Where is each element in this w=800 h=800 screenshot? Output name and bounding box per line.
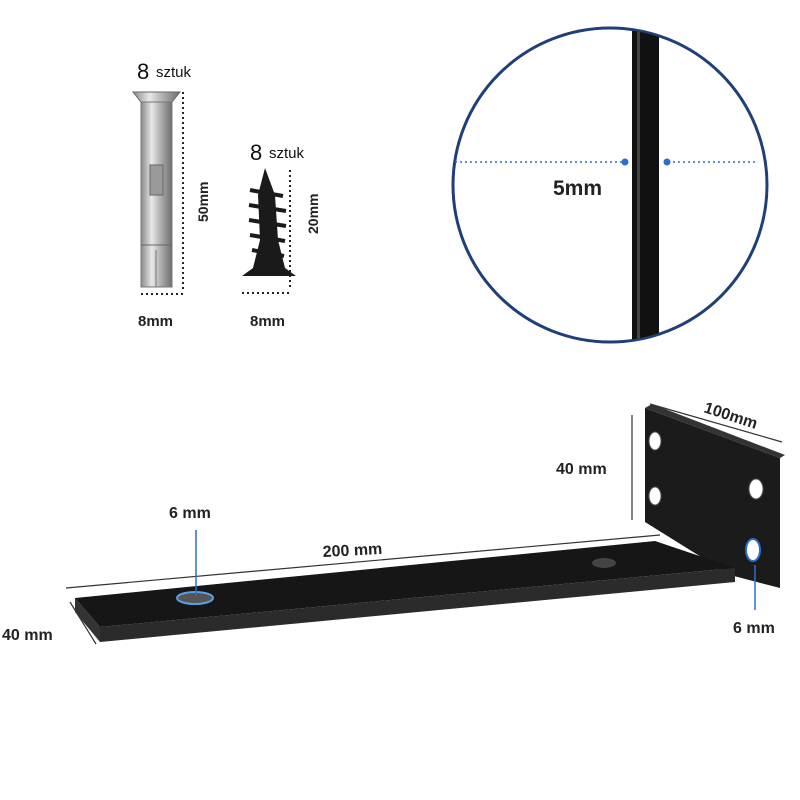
screw-diameter-label: 8mm [250,313,285,330]
depth-dimension-line [69,601,97,645]
thickness-label: 5mm [553,177,602,200]
length-dimension-line [65,534,661,589]
screw-length-label: 20mm [305,194,321,234]
l-bracket [75,404,785,642]
anchor-diameter-label: 8mm [138,313,173,330]
anchor-bolt [131,91,182,288]
horizontal-length-label: 200 mm [322,541,382,561]
anchor-count-word: sztuk [156,64,192,81]
wood-screw [242,168,296,276]
anchor-count-number: 8 [137,59,149,84]
vertical-height-label: 40 mm [556,461,607,478]
horizontal-hole-label: 6 mm [169,505,211,522]
width-dimension-line [649,403,783,443]
vertical-hole-label: 6 mm [733,620,775,637]
horizontal-width-label: 40 mm [2,627,53,644]
thickness-detail [451,26,769,344]
screw-count-number: 8 [250,140,262,165]
anchor-length-label: 50mm [195,182,211,222]
screw-count-word: sztuk [269,145,305,162]
